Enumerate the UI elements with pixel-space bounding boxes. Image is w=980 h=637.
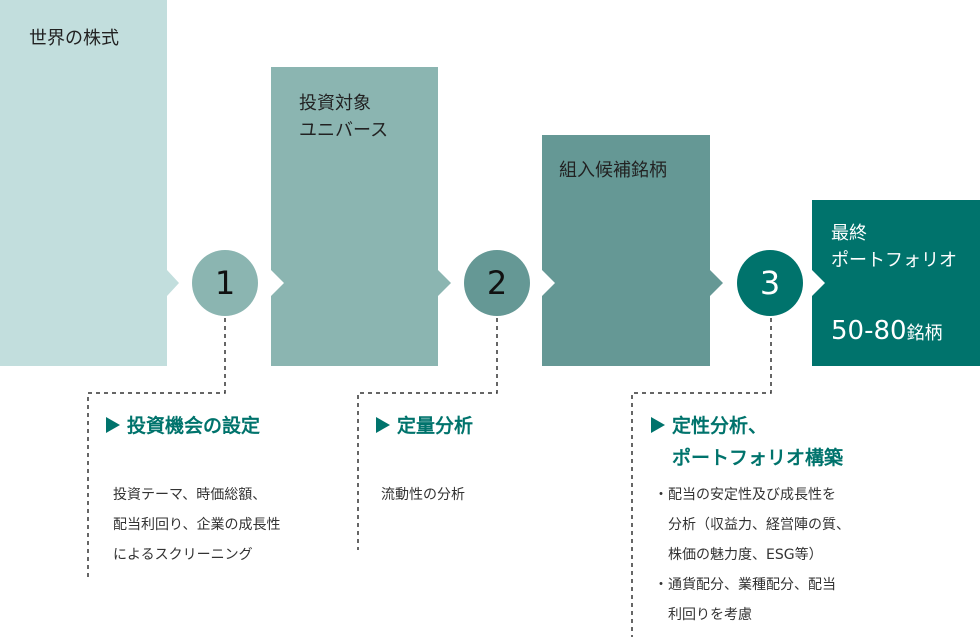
- stage-block-universe: [271, 67, 451, 366]
- step-title-2: 定量分析: [376, 410, 473, 442]
- stage-label-universe: 投資対象ユニバース: [299, 93, 389, 141]
- step-description-1: 投資テーマ、時価総額、配当利回り、企業の成長性によるスクリーニング: [113, 487, 281, 563]
- step-title-1: 投資機会の設定: [106, 410, 260, 442]
- step-description-2: 流動性の分析: [381, 487, 465, 503]
- stage-label-world-equities: 世界の株式: [29, 28, 119, 49]
- triangle-bullet-icon: [106, 417, 120, 433]
- triangle-bullet-icon: [376, 417, 390, 433]
- stage-block-world-equities: [0, 0, 179, 366]
- step-number-2: 2: [486, 264, 508, 302]
- connector-line-3: [631, 318, 772, 637]
- step-circle-3: [737, 250, 803, 316]
- triangle-bullet-icon: [651, 417, 665, 433]
- connector-line-1: [87, 318, 226, 577]
- connector-line-2: [357, 318, 498, 550]
- stage-label-candidates: 組入候補銘柄: [559, 160, 667, 181]
- stage-block-candidates: [542, 135, 723, 366]
- step-circle-1: [192, 250, 258, 316]
- step-title-3: 定性分析、ポートフォリオ構築: [651, 410, 843, 474]
- stage-block-final-portfolio: [812, 200, 980, 366]
- step-circle-2: [464, 250, 530, 316]
- step-description-3: ・配当の安定性及び成長性を 分析（収益力、経営陣の質、 株価の魅力度、ESG等）…: [654, 487, 850, 623]
- stock-count: 50-80銘柄: [831, 316, 943, 346]
- step-number-1: 1: [214, 264, 236, 302]
- step-number-3: 3: [759, 264, 781, 302]
- stage-label-final-portfolio: 最終ポートフォリオ: [831, 223, 957, 271]
